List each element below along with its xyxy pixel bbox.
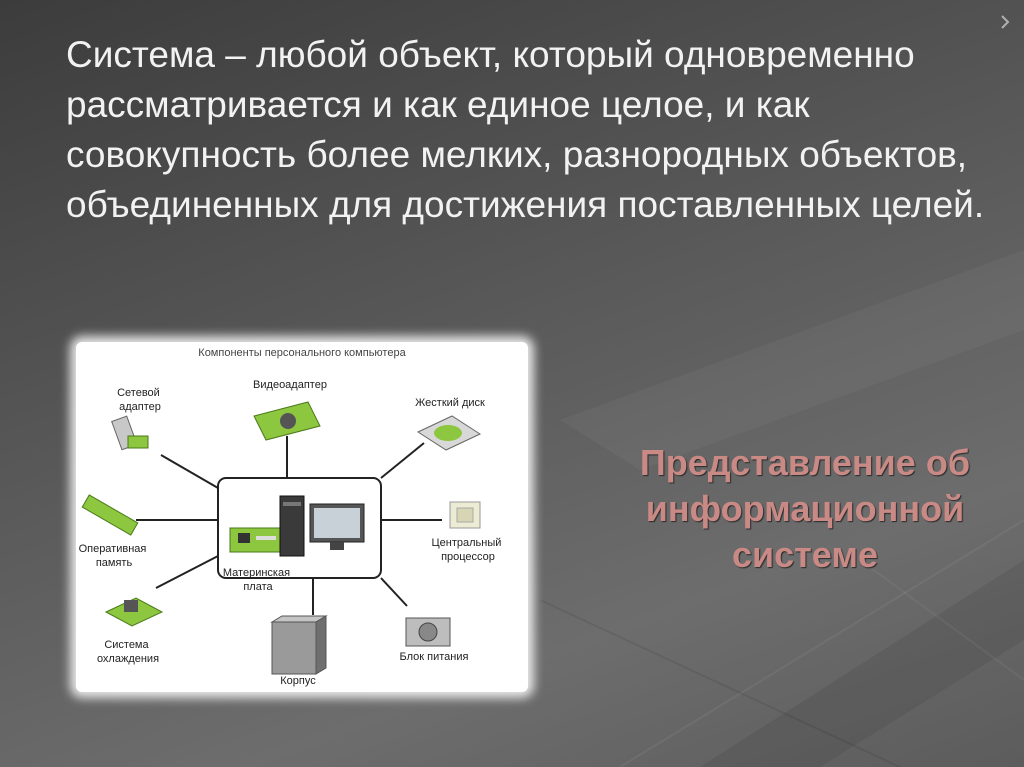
label-power-supply: Блок питания [400,651,469,663]
label-video-adapter: Видеоадаптер [253,379,327,391]
label-case: Корпус [280,675,316,687]
network-adapter-icon [112,416,148,450]
case-icon [272,616,326,674]
ram-icon [82,495,137,535]
cpu-icon [450,502,480,528]
pc-components-diagram: Компоненты персонального компьютера Сете… [76,342,528,692]
label-hard-disk: Жесткий диск [415,397,485,409]
motherboard-icon [230,528,282,552]
video-adapter-icon [254,402,320,440]
diagram-frame: Компоненты персонального компьютера Сете… [76,342,528,692]
power-supply-icon [406,618,450,646]
label-cooling: Система охлаждения [97,639,159,665]
label-ram: Оперативная память [79,543,150,569]
label-cpu: Центральный процессор [432,537,505,563]
label-motherboard: Материнская плата [223,567,293,593]
chevron-right-icon [1000,14,1010,30]
system-unit-icon [280,496,304,556]
slide-heading: Представление об информационной системе [600,440,1010,578]
diagram-title: Компоненты персонального компьютера [198,347,406,359]
hard-disk-icon [418,416,480,450]
cooling-icon [106,598,162,626]
label-network-adapter: Сетевой адаптер [117,387,163,413]
definition-text: Система – любой объект, который одноврем… [66,30,1006,230]
